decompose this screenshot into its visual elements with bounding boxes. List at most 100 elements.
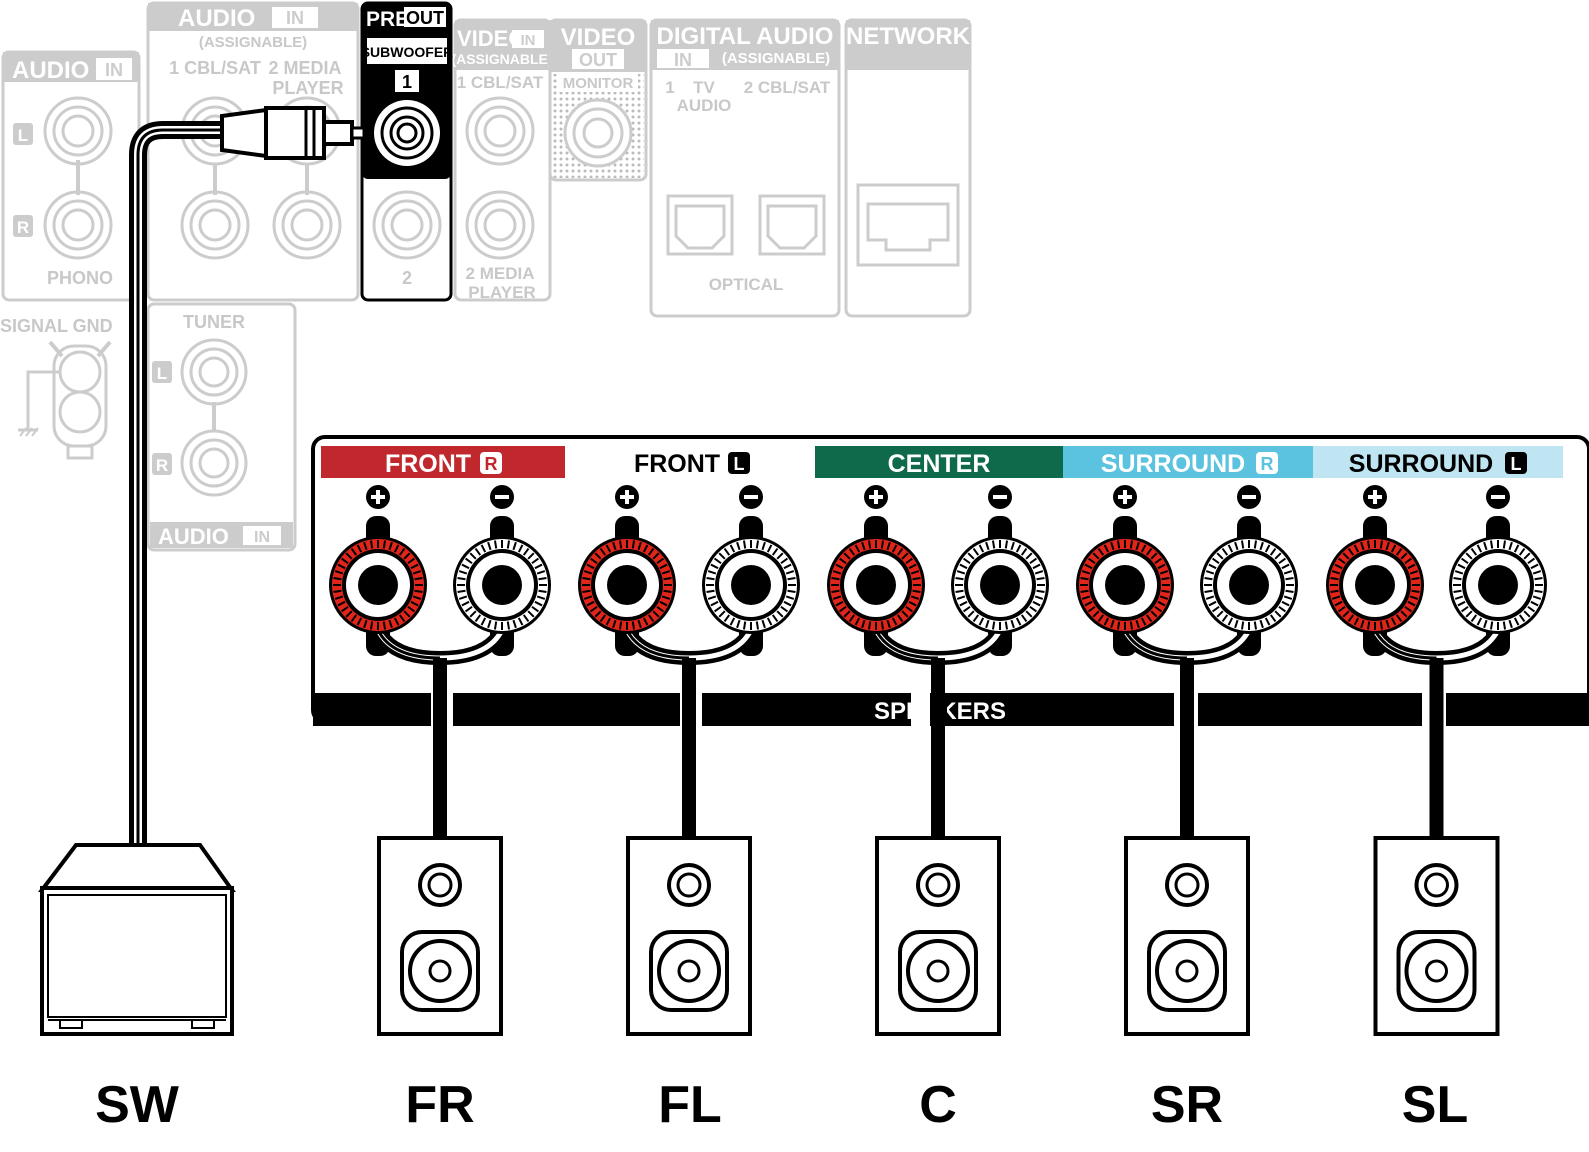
channel-surround-r-badge: R — [1261, 454, 1274, 474]
terminal-pair-sl — [1326, 485, 1547, 838]
audio-in-title: AUDIO — [178, 5, 255, 32]
audio-in-media-label: 2 MEDIA — [268, 58, 341, 78]
optical-port-2 — [758, 194, 826, 256]
video-out-title: VIDEO — [561, 24, 636, 51]
receiver-rear-panel: AUDIO IN L R PHONO AUDIO — [0, 1, 972, 552]
speaker-cable — [1429, 658, 1444, 838]
subwoofer-unit — [37, 843, 236, 1036]
channel-front-l-badge: L — [734, 454, 745, 474]
tuner-l-label: L — [157, 364, 167, 383]
phono-r-label: R — [17, 218, 29, 237]
digital-audio-audio-label: AUDIO — [677, 96, 732, 115]
phono-l-jack — [43, 96, 113, 166]
speaker-label-sr: SR — [1151, 1076, 1223, 1134]
audio-in-badge: IN — [286, 8, 304, 28]
subwoofer-1-jack[interactable] — [374, 100, 440, 166]
minus-icon — [739, 485, 763, 509]
ethernet-port — [856, 183, 960, 267]
channel-surround-r-label: SURROUND — [1101, 450, 1245, 478]
phono-audio-title: AUDIO — [12, 57, 89, 84]
negative-terminal[interactable] — [453, 536, 551, 634]
tuner-l-jack — [180, 338, 248, 406]
phono-input-group: AUDIO IN L R PHONO — [1, 50, 141, 302]
video-in-cbl-sat-jack — [465, 96, 535, 166]
phono-l-label: L — [18, 126, 28, 145]
audio-in-media-r-jack — [272, 190, 342, 260]
positive-terminal[interactable] — [1326, 536, 1424, 634]
subwoofer-cable — [129, 106, 366, 845]
signal-gnd-label: SIGNAL GND — [0, 316, 113, 336]
optical-port-1 — [666, 194, 734, 256]
positive-terminal[interactable] — [827, 536, 925, 634]
speaker-label-sl: SL — [1402, 1076, 1468, 1134]
channel-surround-l-label: SURROUND — [1349, 450, 1493, 478]
terminal-pair-c — [827, 485, 1049, 838]
digital-audio-assignable: (ASSIGNABLE) — [722, 50, 830, 67]
channel-front-l-label: FRONT — [634, 450, 720, 478]
subwoofer-1-label: 1 — [402, 72, 412, 92]
subwoofer-label-sw: SW — [95, 1076, 180, 1134]
minus-icon — [1237, 485, 1261, 509]
digital-audio-1-label: 1 — [665, 78, 674, 97]
video-in-media-label: 2 MEDIA — [466, 264, 535, 283]
pre-out-subwoofer-group: PRE OUT SUBWOOFER 1 2 — [360, 1, 454, 302]
audio-in-cbl-sat-label: 1 CBL/SAT — [169, 58, 261, 78]
tuner-audio-label: AUDIO — [158, 524, 229, 549]
channel-front-r-label: FRONT — [385, 450, 471, 478]
plus-icon — [1113, 485, 1137, 509]
positive-terminal[interactable] — [329, 536, 427, 634]
video-out-group: VIDEO OUT MONITOR — [548, 18, 648, 182]
speaker-cable — [433, 658, 447, 838]
tuner-in-badge: IN — [254, 529, 270, 546]
phono-in-badge: IN — [105, 60, 123, 80]
plus-icon — [1363, 485, 1387, 509]
speaker-terminal-panel: SPEAKERS FRONT R FRONT L CENTER SURROUND… — [311, 435, 1589, 838]
terminal-pair-fl — [578, 485, 800, 838]
audio-in-player-label: PLAYER — [272, 78, 343, 98]
negative-terminal[interactable] — [1449, 536, 1547, 634]
minus-icon — [1486, 485, 1510, 509]
speaker-label-fl: FL — [658, 1076, 722, 1134]
pre-label: PRE — [366, 8, 409, 31]
video-in-group: VIDEO IN (ASSIGNABLE) 1 CBL/SAT 2 MEDIA … — [451, 18, 553, 302]
video-out-badge: OUT — [579, 50, 617, 70]
digital-audio-tv-label: TV — [693, 78, 715, 97]
signal-gnd-group: SIGNAL GND — [0, 316, 113, 460]
phono-r-jack — [43, 190, 113, 260]
video-in-assignable: (ASSIGNABLE) — [451, 51, 552, 67]
tuner-r-label: R — [156, 456, 168, 475]
subwoofer-2-label: 2 — [402, 268, 412, 288]
video-out-monitor-jack — [563, 98, 633, 168]
digital-audio-in-badge: IN — [674, 50, 692, 70]
video-in-media-jack — [465, 190, 535, 260]
positive-terminal[interactable] — [578, 536, 676, 634]
channel-front-r-badge: R — [485, 454, 498, 474]
negative-terminal[interactable] — [951, 536, 1049, 634]
subwoofer-label: SUBWOOFER — [361, 44, 454, 60]
speaker-label-fr: FR — [405, 1076, 474, 1134]
plus-icon — [366, 485, 390, 509]
center-header-bg — [815, 446, 1063, 478]
speaker-sl — [1373, 836, 1500, 1036]
terminal-pair-sr — [1076, 485, 1298, 838]
negative-terminal[interactable] — [702, 536, 800, 634]
channel-center-label: CENTER — [888, 450, 991, 478]
network-group: NETWORK — [844, 18, 972, 318]
front-r-header-bg — [321, 446, 565, 478]
audio-in-assignable: (ASSIGNABLE) — [199, 34, 307, 51]
subwoofer-2-jack[interactable] — [372, 190, 442, 260]
positive-terminal[interactable] — [1076, 536, 1174, 634]
optical-label: OPTICAL — [709, 275, 784, 294]
channel-surround-l-badge: L — [1511, 454, 1522, 474]
speaker-cable — [1180, 658, 1194, 838]
rca-plug — [220, 106, 366, 160]
out-label: OUT — [406, 8, 444, 28]
speaker-sr — [1124, 836, 1250, 1036]
video-in-player-label: PLAYER — [468, 283, 535, 302]
speaker-cable — [682, 658, 696, 838]
tuner-title: TUNER — [183, 312, 245, 332]
plus-icon — [864, 485, 888, 509]
digital-audio-title: DIGITAL AUDIO — [657, 23, 834, 50]
negative-terminal[interactable] — [1200, 536, 1298, 634]
